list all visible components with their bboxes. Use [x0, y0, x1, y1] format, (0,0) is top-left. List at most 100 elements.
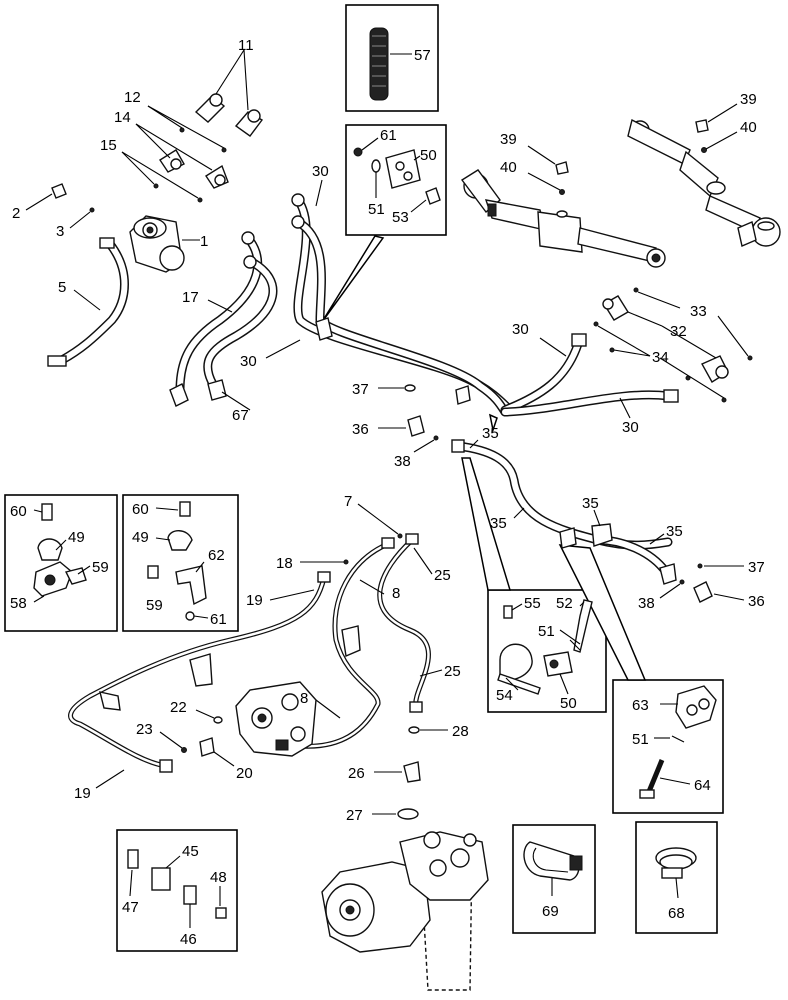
clip-parts-right [147, 501, 207, 621]
callout: 20 [236, 765, 253, 782]
callout: 52 [556, 595, 573, 612]
callout: 60 [132, 501, 149, 518]
callout: 69 [542, 903, 559, 920]
callout: 49 [132, 529, 149, 546]
callout: 30 [240, 353, 257, 370]
callout: 35 [582, 495, 599, 512]
detail-box-58-60 [4, 494, 118, 632]
callout: 39 [740, 91, 757, 108]
tube-clamp [341, 625, 361, 657]
callout: 36 [748, 593, 765, 610]
callout: 51 [538, 623, 555, 640]
fitting-36-upper [407, 415, 425, 437]
detail-box-51-64 [612, 679, 724, 814]
detail-box-59-62 [122, 494, 239, 632]
callout: 60 [10, 503, 27, 520]
grease-fittings [555, 119, 709, 195]
oring-23 [181, 747, 187, 753]
seal-3 [89, 207, 95, 213]
callout: 26 [348, 765, 365, 782]
callout: 18 [276, 555, 293, 572]
hose-clamp [315, 317, 333, 341]
hose-5 [57, 239, 129, 365]
callout: 54 [496, 687, 513, 704]
callout: 40 [740, 119, 757, 136]
callout: 19 [74, 785, 91, 802]
callout: 34 [652, 349, 669, 366]
callout: 63 [632, 697, 649, 714]
callout: 55 [524, 595, 541, 612]
callout: 64 [694, 777, 711, 794]
callout: 19 [246, 592, 263, 609]
callout: 59 [146, 597, 163, 614]
callout: 57 [414, 47, 431, 64]
clip-parts-left [33, 503, 87, 597]
detail-box-68 [635, 821, 718, 934]
callout: 14 [114, 109, 131, 126]
callout: 30 [512, 321, 529, 338]
callout: 50 [560, 695, 577, 712]
callout: 23 [136, 721, 153, 738]
callout: 58 [10, 595, 27, 612]
callout: 25 [444, 663, 461, 680]
hose-30-a [293, 195, 515, 415]
tee-fittings-right [593, 287, 753, 403]
pointer-wedge-clip [461, 457, 512, 591]
steering-cylinder-left [460, 169, 666, 268]
callout: 40 [500, 159, 517, 176]
clip-parts-center [497, 599, 593, 695]
callout: 68 [668, 905, 685, 922]
callout: 37 [352, 381, 369, 398]
callout: 61 [380, 127, 397, 144]
callout: 36 [352, 421, 369, 438]
callout: 22 [170, 699, 187, 716]
callout: 33 [690, 303, 707, 320]
callout: 27 [346, 807, 363, 824]
callout: 30 [312, 163, 329, 180]
callout: 15 [100, 137, 117, 154]
callout: 5 [58, 279, 66, 296]
callout: 39 [500, 131, 517, 148]
callout: 61 [210, 611, 227, 628]
callout-labels: 1 2 3 5 7 8 8 11 12 14 15 17 18 19 19 20… [10, 37, 765, 948]
hose-strap-69 [523, 841, 583, 881]
callout: 1 [200, 233, 208, 250]
fitting-20 [199, 737, 215, 757]
steering-control-unit [129, 215, 185, 273]
oring-28 [408, 726, 420, 734]
callout: 2 [12, 205, 20, 222]
callout: 35 [666, 523, 683, 540]
callout: 50 [420, 147, 437, 164]
detail-box-57 [345, 4, 439, 112]
clamp-parts-upper [353, 147, 441, 205]
detail-box-69 [512, 824, 596, 934]
callout: 7 [344, 493, 352, 510]
oring-22 [213, 716, 223, 724]
callout: 46 [180, 931, 197, 948]
tube-bracket [189, 653, 213, 687]
callout: 38 [394, 453, 411, 470]
callout: 12 [124, 89, 141, 106]
pointer-wedge-clamp [321, 235, 385, 323]
pointer-wedge-block [558, 544, 647, 681]
callout: 49 [68, 529, 85, 546]
clip-parts-bottom [127, 849, 227, 919]
callout: 25 [434, 567, 451, 584]
steering-cylinder-right [627, 118, 781, 247]
detail-box-45-48 [116, 829, 238, 952]
callout: 47 [122, 899, 139, 916]
callout: 67 [232, 407, 249, 424]
callout: 32 [670, 323, 687, 340]
steering-valve-block [235, 681, 317, 757]
callout: 11 [238, 37, 254, 54]
callout: 59 [92, 559, 109, 576]
detail-box-50-55 [487, 589, 607, 713]
oring-27 [397, 808, 419, 820]
fitting-26 [403, 761, 421, 783]
hose-clamp-68 [655, 847, 697, 879]
callout: 28 [452, 723, 469, 740]
hydraulic-pump [321, 831, 489, 991]
detail-box-50-53 [345, 124, 447, 236]
